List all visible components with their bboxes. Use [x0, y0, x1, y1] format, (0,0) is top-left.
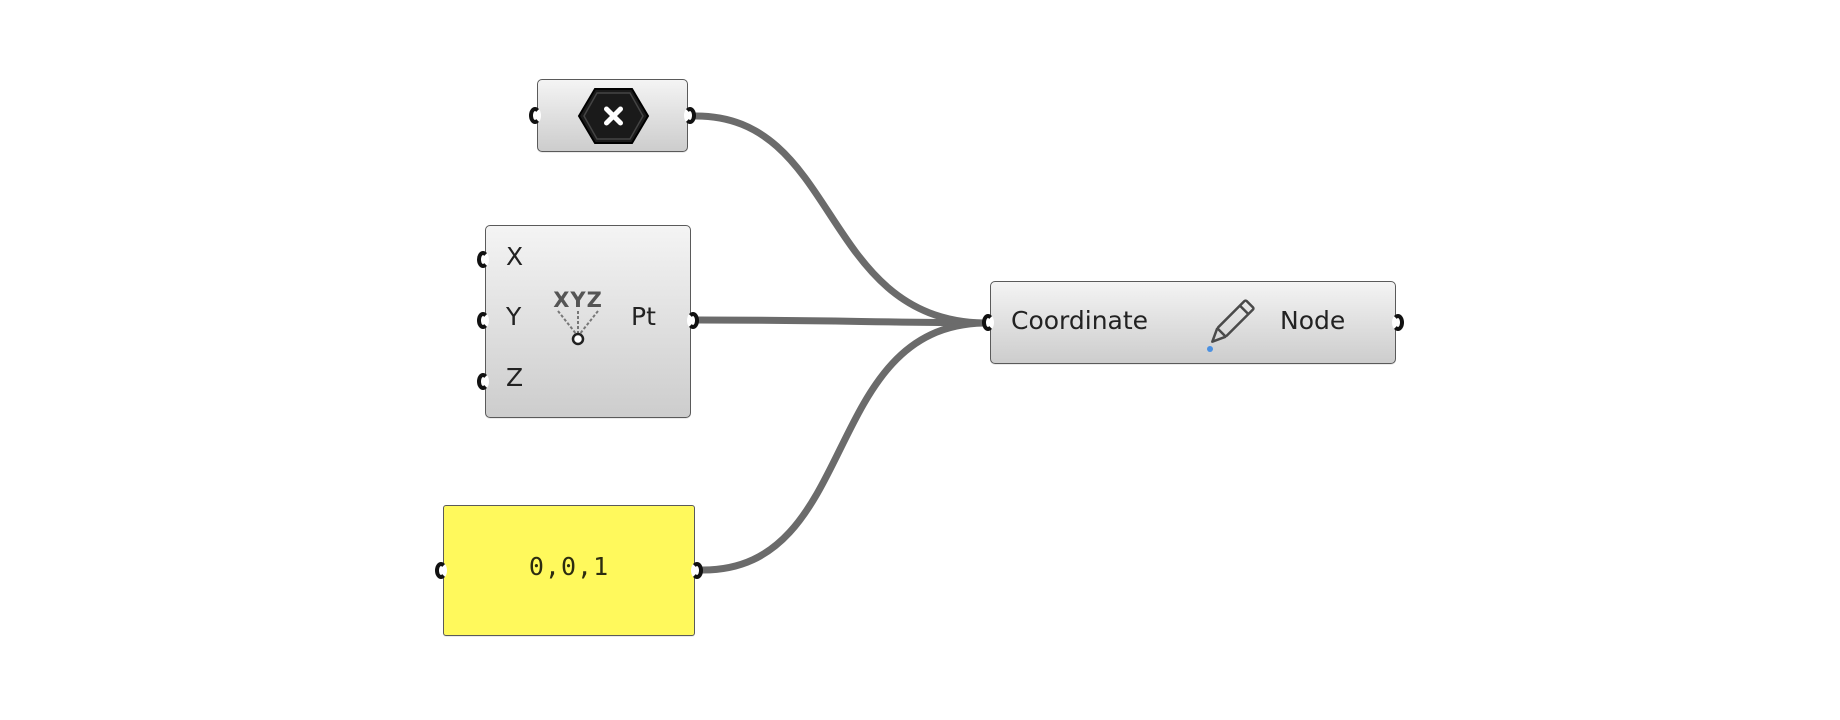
- panel-output-port[interactable]: [691, 562, 703, 579]
- wire-panel-to-coordinate[interactable]: [699, 319, 988, 574]
- pencil-icon: [1207, 299, 1255, 352]
- input-port-x[interactable]: [477, 251, 489, 268]
- panel-input-port[interactable]: [435, 562, 447, 579]
- xyz-point-icon: XYZ: [553, 288, 603, 346]
- hex-close-icon: [577, 88, 650, 144]
- input-label-y: Y: [506, 302, 522, 331]
- coordinate-output-label: Node: [1280, 306, 1346, 335]
- coordinate-input-label: Coordinate: [1011, 306, 1149, 335]
- wire-hex-to-coordinate[interactable]: [692, 112, 988, 327]
- panel-node[interactable]: 0,0,1: [435, 505, 703, 636]
- hex-output-port[interactable]: [684, 107, 696, 124]
- output-label-pt: Pt: [631, 302, 656, 331]
- panel-text[interactable]: 0,0,1: [528, 552, 610, 581]
- input-port-y[interactable]: [477, 312, 489, 329]
- xyz-icon-letters: XYZ: [553, 288, 603, 312]
- input-label-z: Z: [506, 363, 524, 392]
- input-port-z[interactable]: [477, 373, 489, 390]
- hex-input-port[interactable]: [529, 107, 541, 124]
- coordinate-node[interactable]: Coordinate Node: [982, 281, 1404, 364]
- input-label-x: X: [506, 242, 524, 271]
- construct-point-node[interactable]: X Y Z XYZ Pt: [477, 225, 699, 418]
- coordinate-output-port[interactable]: [1392, 314, 1404, 331]
- wire-pt-to-coordinate[interactable]: [695, 316, 988, 327]
- output-port-pt[interactable]: [687, 312, 699, 329]
- hex-param-node[interactable]: [529, 79, 696, 152]
- coordinate-input-port[interactable]: [982, 314, 994, 331]
